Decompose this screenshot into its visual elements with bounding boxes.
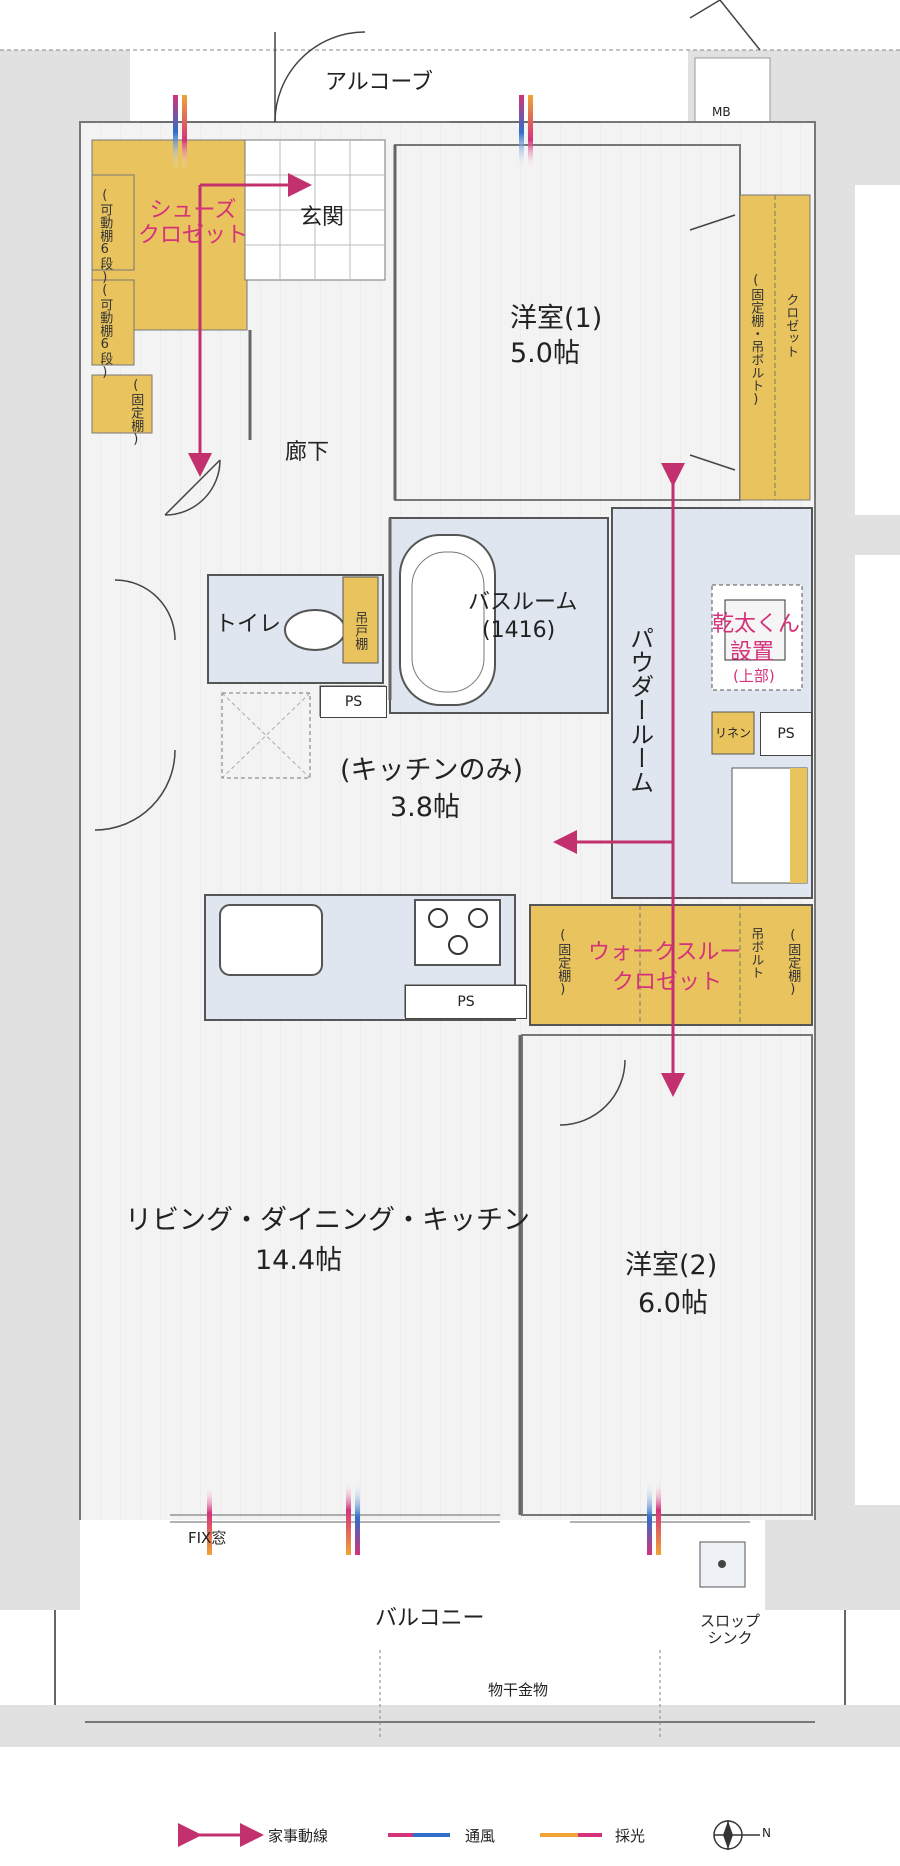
ldk-size: 14.4帖 <box>255 1245 343 1276</box>
western-room-2-name: 洋室(2) <box>625 1250 718 1281</box>
western-room-1-size: 5.0帖 <box>510 338 580 369</box>
toilet-shelf-label: 吊戸棚 <box>352 610 368 650</box>
walk-through-label-2: クロゼット <box>612 970 723 995</box>
kitchen-only-label: (キッチンのみ) <box>340 755 524 786</box>
balcony-label: バルコニー <box>375 1606 485 1631</box>
airflow-bottom-2 <box>346 1480 351 1555</box>
western-room-2-size: 6.0帖 <box>638 1288 708 1319</box>
western-room-1 <box>394 144 741 501</box>
kanta-label-1: 乾太くん <box>712 612 801 637</box>
balcony-left-pillar <box>0 1520 80 1610</box>
compass-north-label: N <box>762 1826 771 1840</box>
fix-window-label: FIX窓 <box>188 1529 227 1547</box>
shelf-block-2 <box>91 279 135 366</box>
airflow-bottom-3 <box>355 1480 360 1555</box>
right-notch <box>855 185 900 515</box>
ps-kitchen: PS <box>405 985 527 1019</box>
toilet-label: トイレ <box>215 612 282 637</box>
bath-size: (1416) <box>482 618 556 643</box>
alcove-label: アルコーブ <box>325 70 434 95</box>
airflow-bottom-4 <box>647 1480 652 1555</box>
airflow-top-3 <box>519 95 524 170</box>
alcove-cut <box>130 50 690 122</box>
movable-shelf-2-label: (可動棚6段) <box>97 283 113 380</box>
kanta-label-2: 設置 <box>730 640 775 665</box>
walk-through-label-1: ウォークスルー <box>588 940 742 965</box>
ps-toilet: PS <box>320 686 387 718</box>
outer-wall-left <box>0 50 80 1520</box>
shoe-closet-label: シューズ クロゼット <box>138 198 249 249</box>
balcony-right-pillar <box>765 1520 900 1610</box>
cooktop <box>414 899 501 966</box>
bathtub <box>399 534 496 706</box>
slop-sink <box>699 1541 746 1588</box>
kitchen-sink <box>219 904 323 976</box>
movable-shelf-1-label: (可動棚6段) <box>97 188 113 285</box>
legend-housework: 家事動線 <box>268 1827 329 1845</box>
legend-ventilation: 通風 <box>465 1827 496 1845</box>
bath-name: バスルーム <box>468 590 578 615</box>
legend-daylight: 採光 <box>615 1827 646 1845</box>
wt-fixed-left: (固定棚) <box>555 928 571 997</box>
wt-hang-label: 吊ボルト <box>748 926 764 979</box>
kanta-label-3: (上部) <box>733 667 775 685</box>
wt-fixed-right: (固定棚) <box>785 928 801 997</box>
mb-label: MB <box>712 105 731 119</box>
corridor-label: 廊下 <box>285 440 330 465</box>
closet-shelf-label: (固定棚・吊ボルト) <box>748 273 764 407</box>
linen-shelf <box>711 711 755 755</box>
linen-label: リネン <box>715 726 752 740</box>
shelf-block-1 <box>91 174 135 271</box>
closet-label: クロゼット <box>783 292 799 358</box>
airflow-top-1 <box>173 95 178 170</box>
slop-sink-label: スロップ シンク <box>700 1612 761 1648</box>
airflow-bottom-1 <box>207 1485 212 1555</box>
ldk-name: リビング・ダイニング・キッチン <box>125 1205 530 1236</box>
legend-light-bar <box>540 1833 602 1837</box>
airflow-top-4 <box>528 95 533 170</box>
right-notch-2 <box>855 555 900 1505</box>
airflow-bottom-5 <box>656 1480 661 1555</box>
airflow-top-2 <box>182 95 187 170</box>
powder-room-label: パウダールーム <box>625 626 654 794</box>
western-room-1-name: 洋室(1) <box>510 303 603 334</box>
shelf-block-3 <box>91 374 153 434</box>
balcony-rail <box>0 1705 900 1747</box>
fixed-shelf-entry-label: (固定棚) <box>128 378 144 447</box>
ps-powder: PS <box>760 712 812 756</box>
kitchen-size: 3.8帖 <box>390 792 460 823</box>
laundry-pole-label: 物干金物 <box>488 1681 549 1699</box>
legend-vent-bar <box>388 1833 450 1837</box>
storage-dashed <box>221 692 311 779</box>
entrance-label: 玄関 <box>300 205 345 230</box>
